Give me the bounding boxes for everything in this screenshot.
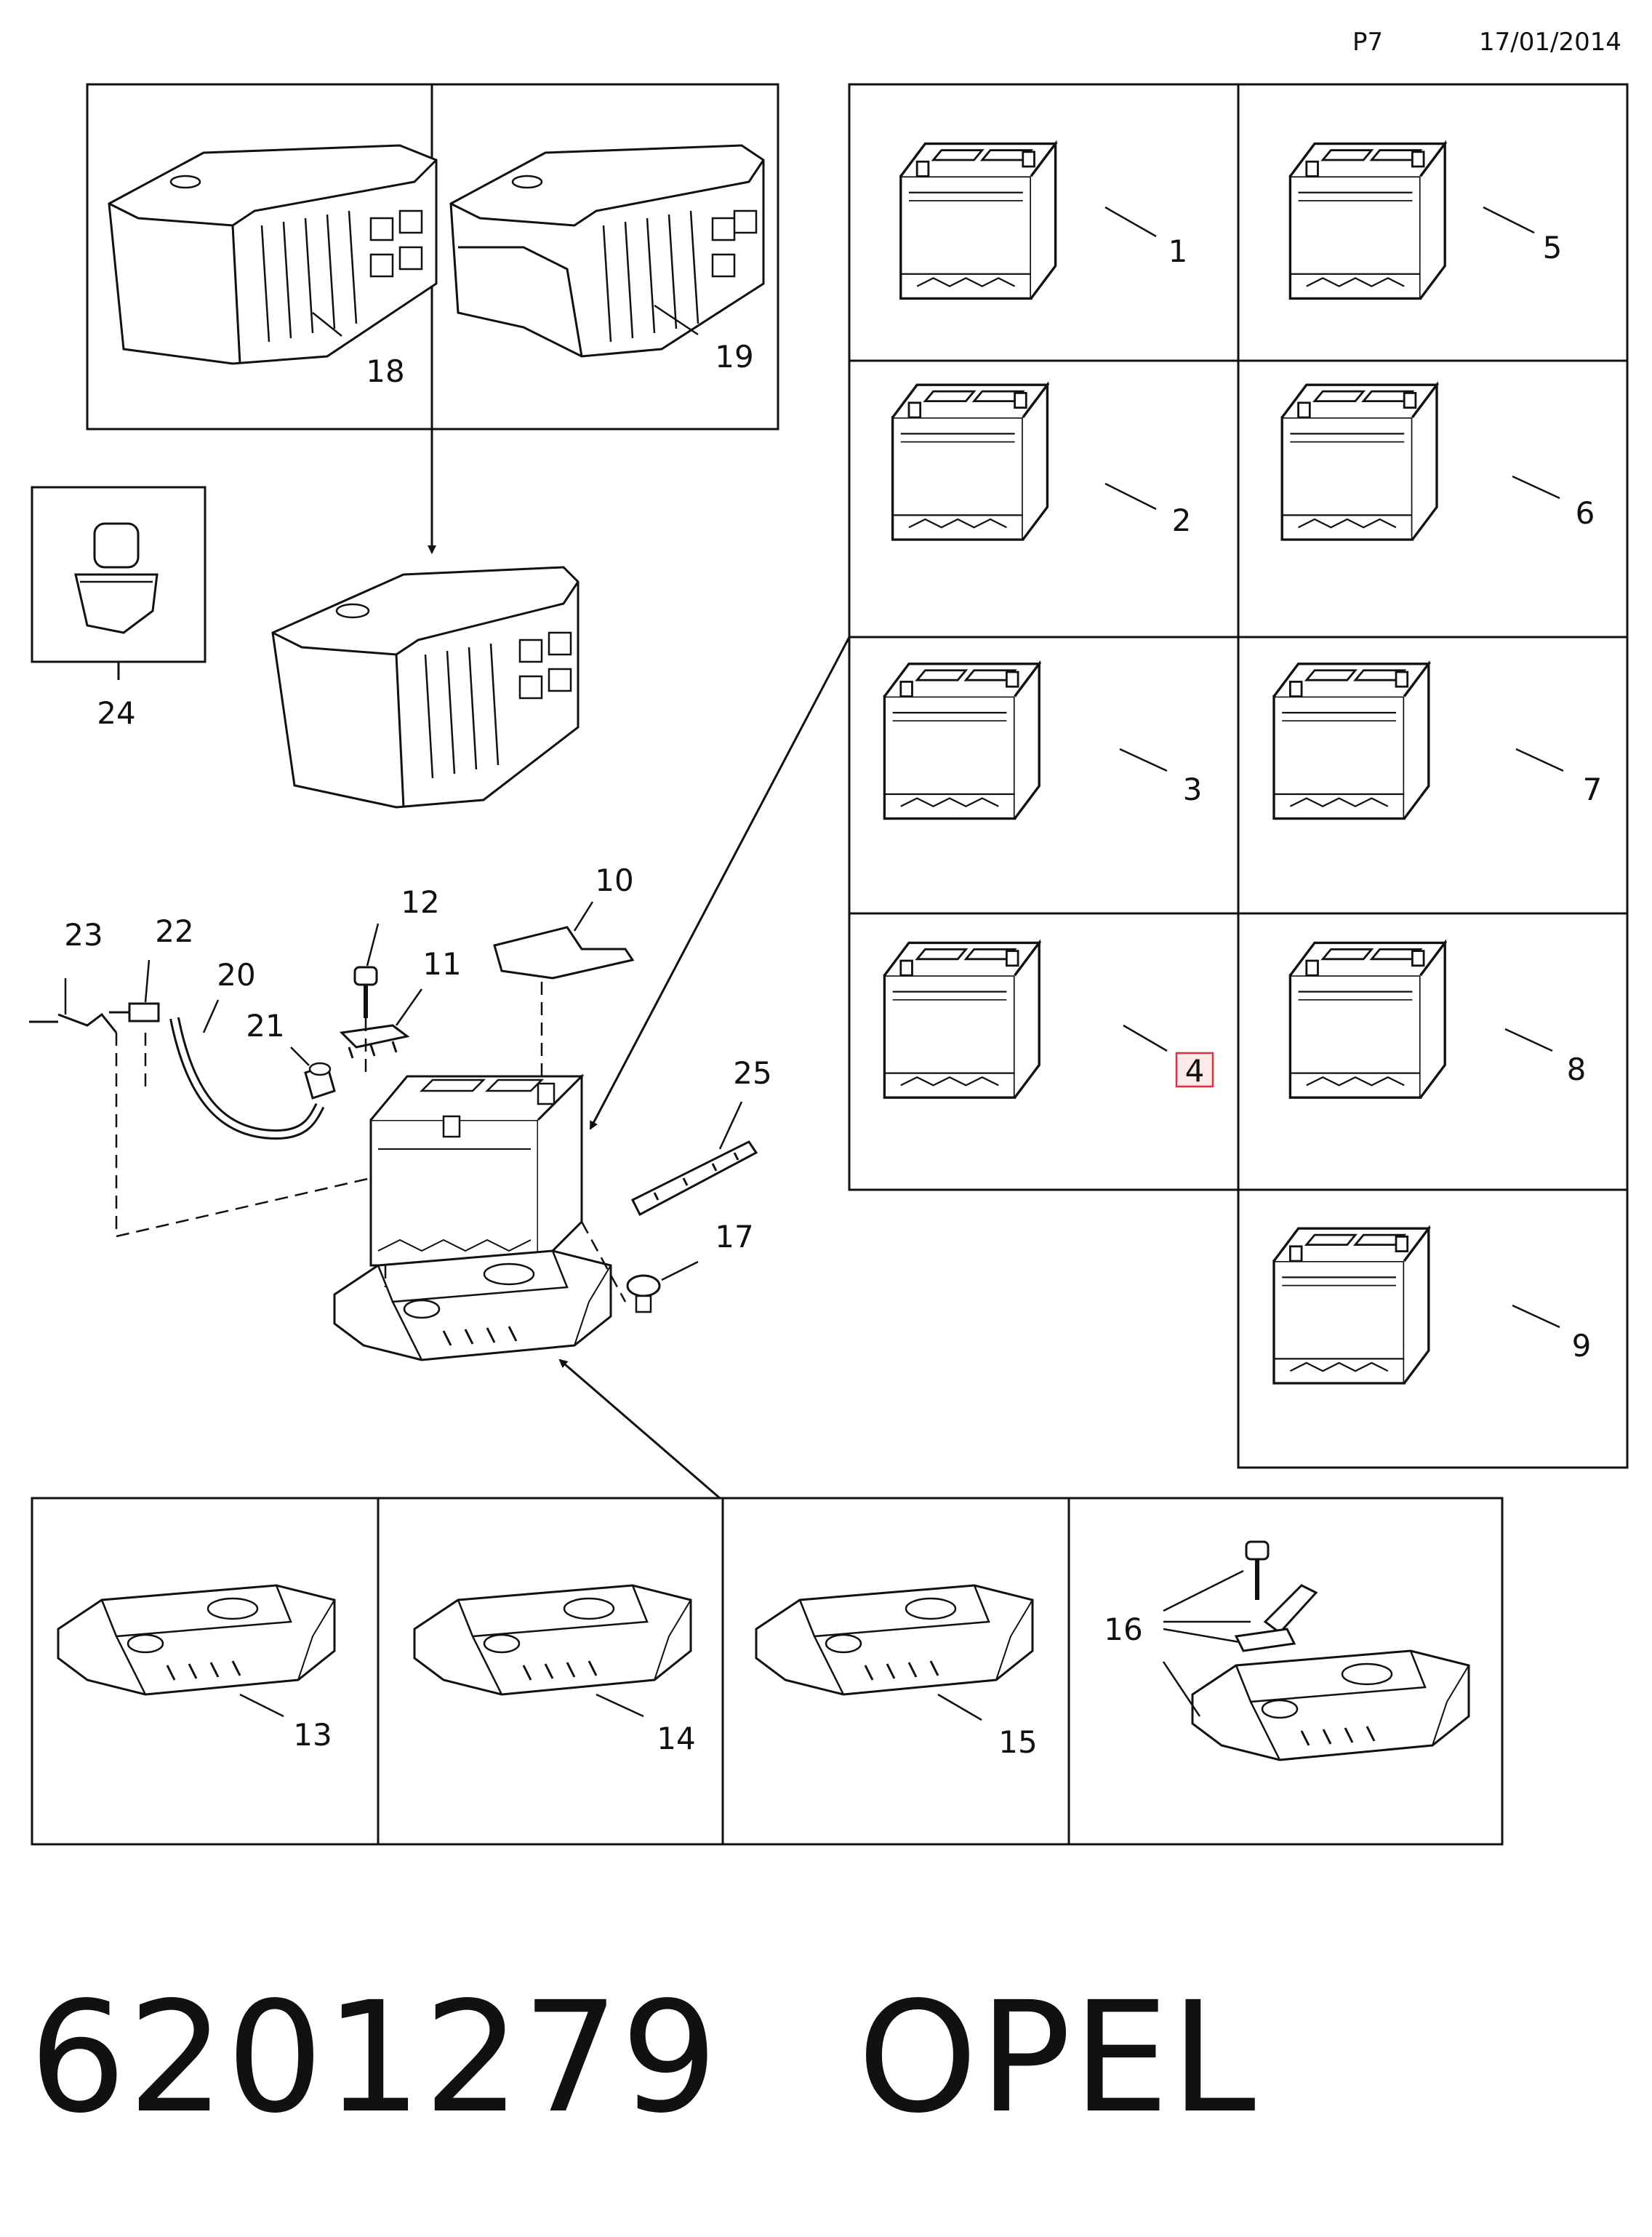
battery-tray-13: [57, 1584, 336, 1696]
callout-6: 6: [1576, 495, 1595, 531]
clamp-11: [339, 1024, 410, 1059]
callout-3: 3: [1183, 772, 1203, 807]
fastener-17: [626, 1274, 661, 1313]
callout-11: 11: [422, 946, 461, 982]
battery-cover-18: [108, 144, 438, 365]
assembly-guides: [115, 982, 627, 1302]
bolt-24: [74, 522, 159, 634]
battery-cover-19: [449, 144, 765, 358]
battery-9: [1272, 1227, 1430, 1385]
cover-plate-10: [493, 926, 635, 980]
callout-20: 20: [217, 957, 255, 993]
battery-tray-16: [1191, 1649, 1470, 1761]
callout-19: 19: [715, 339, 753, 375]
battery-8: [1288, 941, 1446, 1099]
callout-2: 2: [1172, 503, 1192, 538]
callout-10: 10: [595, 863, 633, 898]
callout-21: 21: [246, 1008, 284, 1044]
bolt-22: [109, 1002, 160, 1023]
callout-23: 23: [64, 917, 103, 953]
callout-16: 16: [1104, 1612, 1142, 1647]
battery-6: [1280, 383, 1438, 541]
page-code: P7: [1352, 28, 1384, 57]
callout-4: 4: [1185, 1053, 1205, 1089]
assembled-battery: [369, 1073, 585, 1267]
battery-tray-14: [413, 1584, 692, 1696]
cable-23: [29, 1012, 118, 1033]
bracket-16: [1234, 1540, 1318, 1652]
battery-4: [883, 941, 1040, 1099]
callout-9: 9: [1572, 1328, 1592, 1364]
strip-25: [630, 1140, 758, 1217]
callout-25: 25: [733, 1055, 771, 1091]
callout-17: 17: [715, 1219, 753, 1254]
brand-name: OPEL: [857, 1969, 1257, 2147]
battery-7: [1272, 663, 1430, 820]
battery-cover-main: [271, 566, 580, 809]
bolt-12: [353, 966, 378, 1018]
battery-1: [899, 142, 1057, 300]
battery-2: [891, 383, 1049, 541]
callout-22: 22: [155, 913, 193, 949]
callout-1: 1: [1168, 233, 1188, 269]
cable-20: [169, 1017, 325, 1140]
battery-tray-main: [333, 1249, 612, 1361]
footer: 6201279 OPEL: [29, 1964, 1257, 2153]
callout-15: 15: [998, 1724, 1037, 1760]
callout-8: 8: [1567, 1052, 1587, 1087]
callout-7: 7: [1583, 772, 1603, 807]
callout-4-highlight: 4: [1175, 1052, 1214, 1089]
battery-5: [1288, 142, 1446, 300]
part-number: 6201279: [29, 1969, 720, 2147]
callout-24: 24: [97, 695, 135, 731]
battery-tray-15: [755, 1584, 1034, 1696]
nut-21: [304, 1062, 336, 1100]
page-date: 17/01/2014: [1479, 28, 1621, 57]
callout-14: 14: [657, 1721, 695, 1756]
callout-13: 13: [293, 1717, 332, 1753]
callout-18: 18: [366, 353, 404, 389]
callout-12: 12: [401, 884, 439, 920]
tray-variants-panel: [31, 1497, 1504, 1846]
battery-3: [883, 663, 1040, 820]
callout-5: 5: [1543, 230, 1563, 265]
